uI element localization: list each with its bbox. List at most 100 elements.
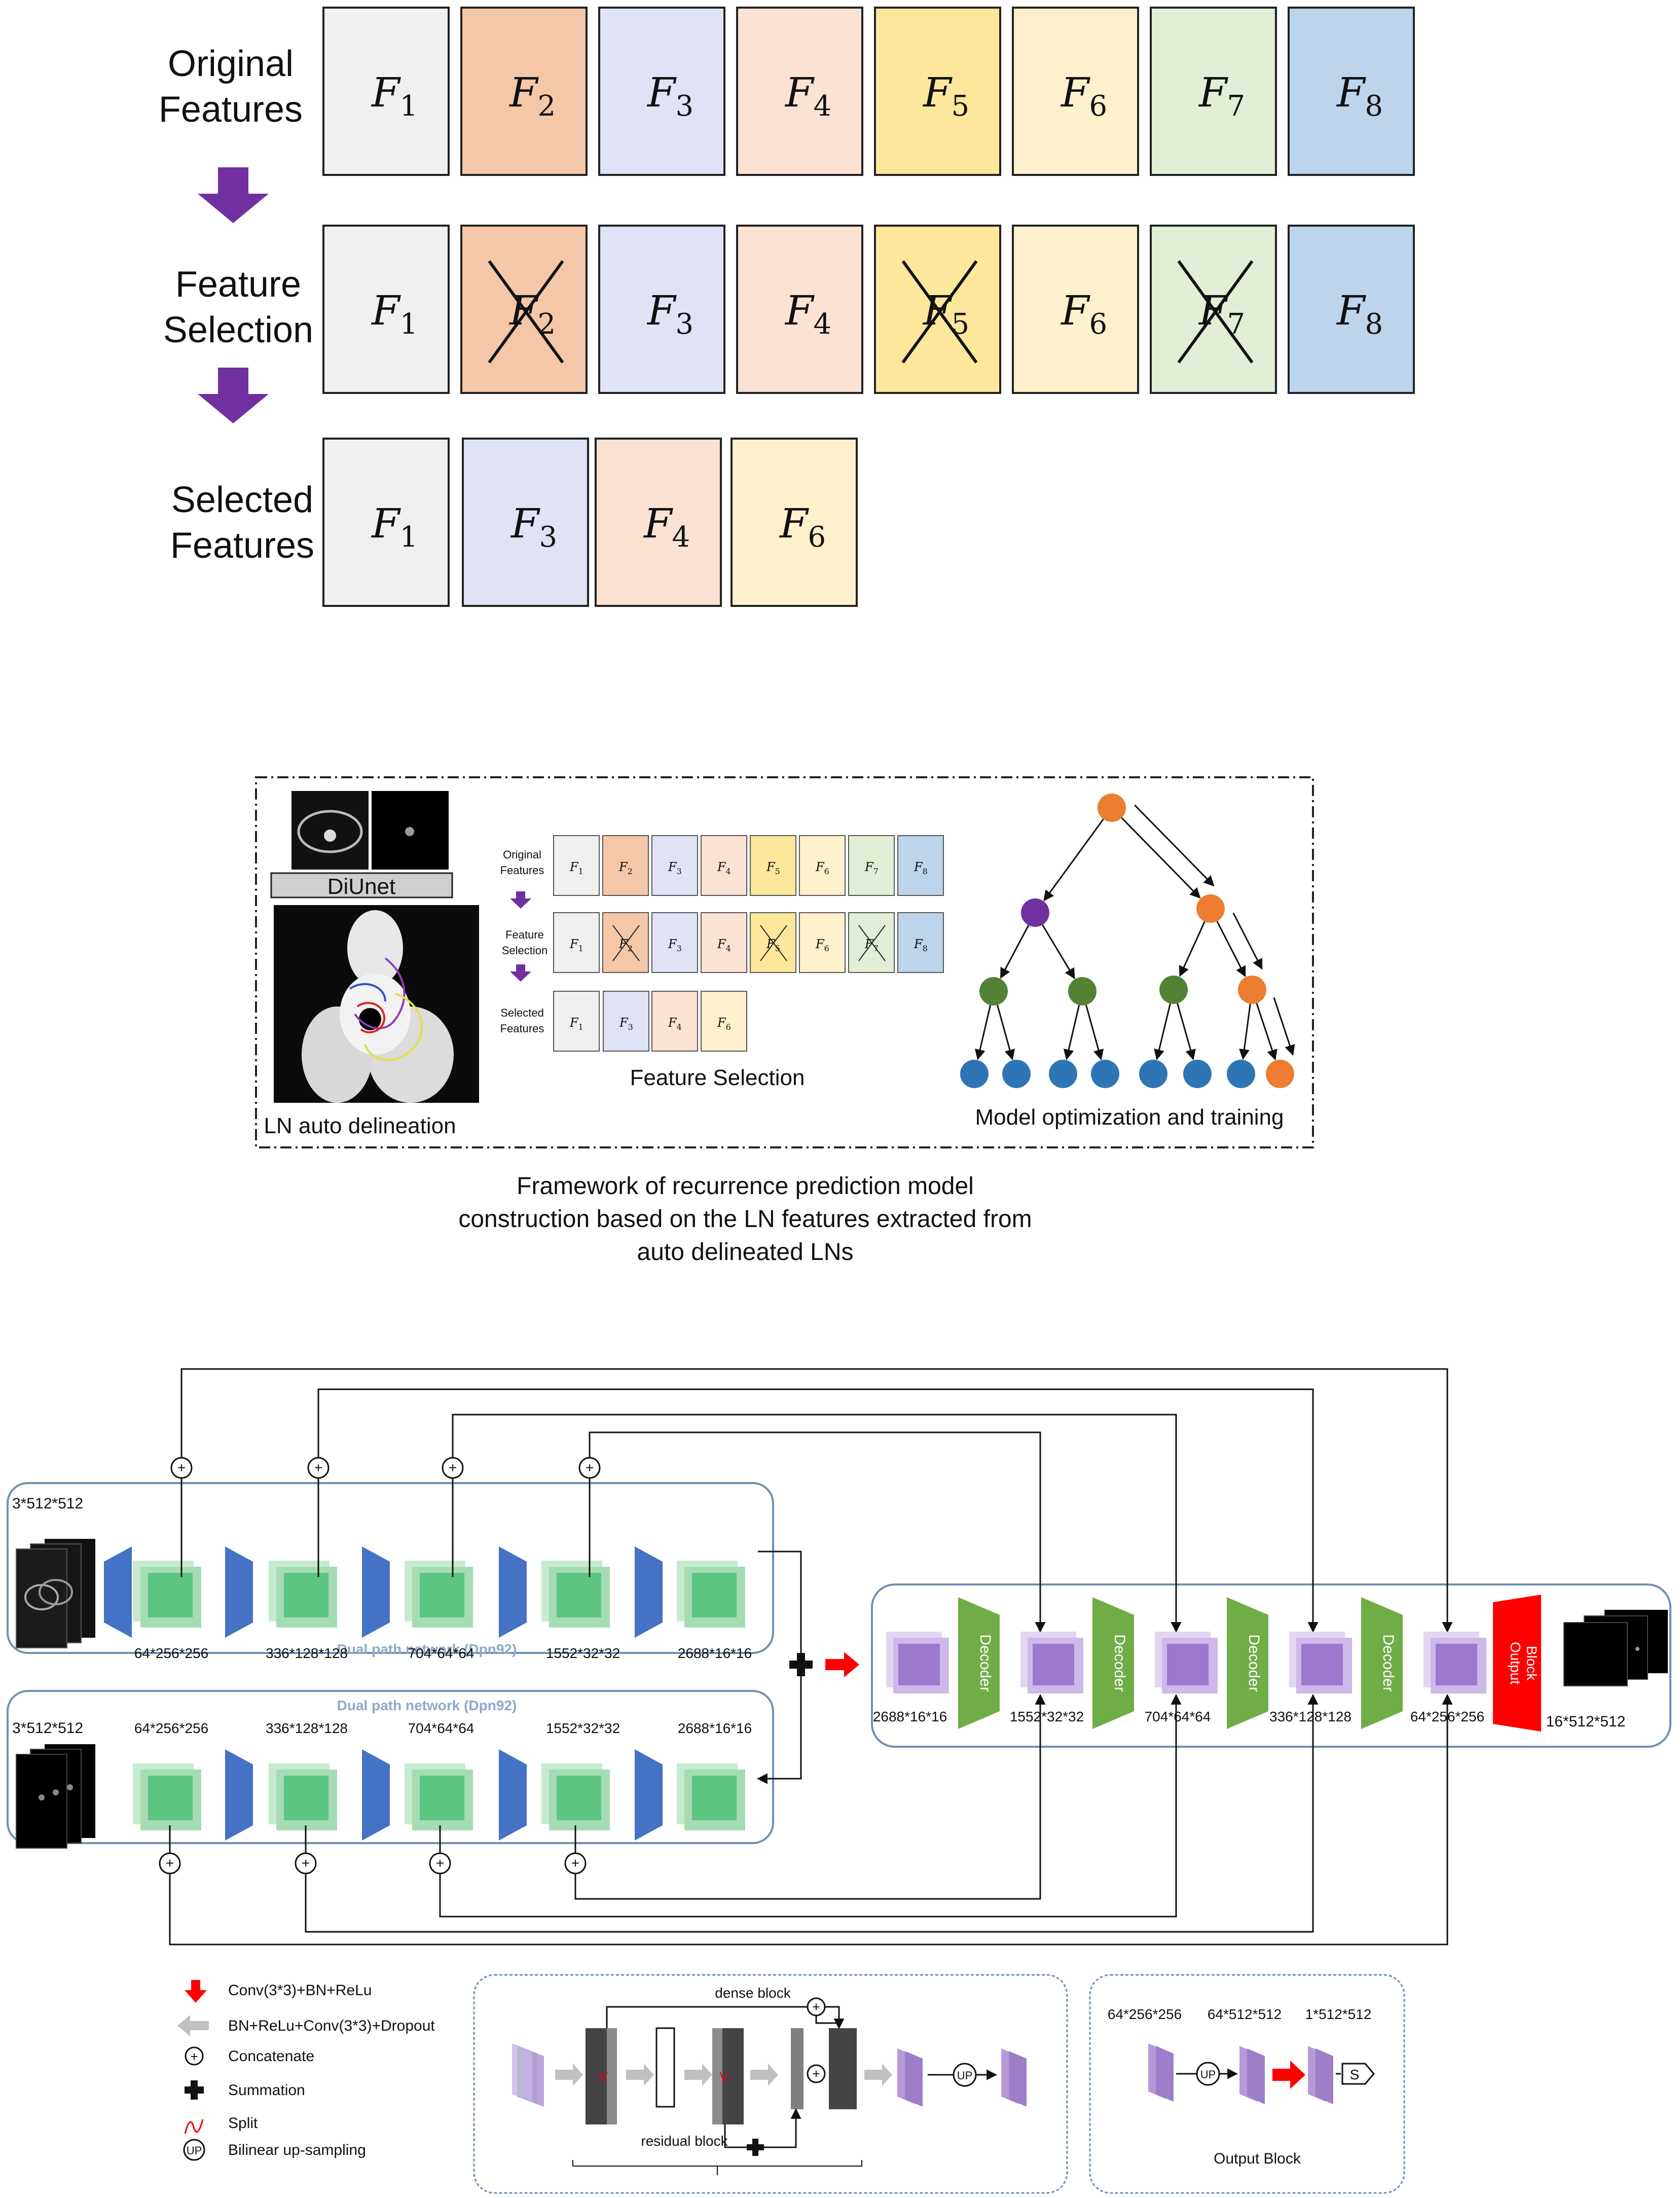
svg-text:+: + — [812, 2066, 820, 2081]
top-feature-stack-2-front — [284, 1573, 328, 1617]
top-downsample-block-3 — [499, 1546, 527, 1638]
decoder-block-3: Decoder — [1227, 1597, 1268, 1729]
decision-tree — [960, 794, 1295, 1088]
tree-node-a — [1021, 898, 1049, 927]
selection-feature-box-4 — [736, 225, 863, 394]
small-selection-label-8: F8 — [914, 937, 928, 953]
top-feature-stack-1 — [133, 1561, 201, 1628]
top-concat-plus-2: + — [314, 1460, 322, 1475]
top-feature-stack-3 — [405, 1561, 473, 1628]
selection-feature-3: F3 — [598, 225, 725, 394]
original-feature-box-1 — [322, 7, 450, 176]
detail-input-stack — [512, 2043, 544, 2107]
original-feature-4: F4 — [736, 7, 863, 176]
small-selection-feature-4: F4 — [701, 912, 747, 973]
selection-feature-label-4: F4 — [784, 287, 831, 341]
tree-edge-c2-l3 — [1063, 1004, 1080, 1060]
selection-feature-6: F6 — [1012, 225, 1139, 394]
detail-gray-arrow-2 — [626, 2064, 654, 2086]
row-label-selection-line1: Feature — [175, 264, 301, 305]
diunet-label: DiUnet — [327, 874, 396, 899]
selected-feature-1: F1 — [322, 438, 450, 607]
selection-feature-5: F5 — [874, 225, 1001, 394]
detail-block-d-light — [791, 2028, 804, 2109]
output-block-label-1: Output — [1508, 1642, 1523, 1684]
original-feature-1: F1 — [322, 7, 450, 176]
bottom-feature-stack-5-front — [692, 1776, 737, 1820]
original-feature-box-5 — [874, 7, 1001, 176]
selection-feature-label-8: F8 — [1336, 287, 1383, 341]
panel-network: 3*512*512 3*512*512 Dual path network (D… — [7, 1368, 1671, 2194]
small-label-selected-2: Features — [500, 1022, 544, 1035]
top-enc-dim-1: 64*256*256 — [134, 1645, 208, 1661]
small-selected-box-1 — [553, 991, 600, 1052]
skip-connections: ++++++++ — [159, 1368, 1453, 1945]
tree-node-l1 — [960, 1060, 989, 1088]
tree-edge-b-c4 — [1216, 921, 1246, 978]
small-original-feature-7: F7 — [848, 835, 895, 896]
detail-split-a: V — [599, 2069, 608, 2084]
detail-block-c-dark — [722, 2028, 744, 2124]
output-detail-slice-4 — [1247, 2048, 1265, 2104]
decoder-feature-stack-5-front — [1436, 1644, 1477, 1685]
bottom-downsample-block-3 — [499, 1749, 527, 1841]
top-input-conv-block — [104, 1546, 132, 1638]
tree-edge-c3-l6 — [1177, 1003, 1196, 1061]
selected-feature-label-6: F6 — [779, 500, 826, 554]
original-feature-label-8: F8 — [1336, 69, 1383, 123]
mask-thumbnail-spot — [405, 827, 414, 836]
original-feature-label-1: F1 — [371, 69, 418, 123]
bottom-downsample-block-4 — [635, 1749, 663, 1841]
svg-text:+: + — [190, 2049, 198, 2064]
small-selection-feature-2: F2 — [602, 912, 649, 973]
decoder-feature-stack-4-front — [1301, 1644, 1343, 1685]
small-original-label-4: F4 — [717, 860, 731, 876]
selected-feature-label-4: F4 — [643, 500, 690, 554]
row-label-original-line2: Features — [159, 89, 303, 130]
original-feature-box-7 — [1150, 7, 1277, 176]
selected-feature-label-1: F1 — [371, 500, 418, 554]
summation-merge — [756, 1551, 859, 1784]
top-concat-plus-1: + — [177, 1460, 186, 1475]
bottom-encoder-container — [7, 1690, 774, 1844]
tree-edge-b-c3 — [1179, 921, 1206, 977]
detail-block-b-white — [655, 2027, 675, 2108]
small-selection-box-5 — [750, 912, 796, 973]
top-feature-stack-5 — [677, 1561, 745, 1628]
decoder-block-4: Decoder — [1361, 1597, 1403, 1729]
small-selection-box-8 — [897, 912, 944, 973]
small-selected-feature-1: F1 — [553, 991, 600, 1052]
small-selection-feature-5: F5 — [750, 912, 796, 973]
merge-red-arrow — [825, 1652, 859, 1677]
small-original-feature-3: F3 — [651, 835, 698, 896]
bottom-concat-icon-2 — [295, 1852, 317, 1875]
top-skip-line-4 — [589, 1431, 1046, 1633]
svg-text:+: + — [812, 1999, 820, 2014]
residual-summation-icon — [747, 2139, 764, 2156]
bottom-network-label: Dual path network (Dpn92) — [337, 1698, 517, 1713]
output-detail-dim-3: 1*512*512 — [1305, 2006, 1372, 2022]
original-feature-7: F7 — [1150, 7, 1277, 176]
selected-feature-4: F4 — [595, 438, 722, 607]
decoder-feature-stack-1 — [886, 1632, 949, 1693]
original-feature-5: F5 — [874, 7, 1001, 176]
detail-block-a-dark — [586, 2028, 607, 2124]
top-input-dim: 3*512*512 — [12, 1495, 83, 1512]
detail-concat-icon — [807, 2064, 826, 2083]
tree-node-l8 — [1266, 1060, 1294, 1088]
row-label-original: Original Features — [159, 44, 303, 130]
legend-upsampling-icon — [183, 2139, 205, 2161]
block-detail-container — [473, 1974, 1068, 2194]
decoder-feature-stack-2-front — [1033, 1644, 1074, 1685]
decoder-feature-stack-3 — [1155, 1632, 1218, 1693]
output-detail-red-arrow — [1272, 2061, 1305, 2089]
top-downsample-block-4 — [635, 1546, 663, 1638]
bottom-mask-slice-3 — [16, 1754, 67, 1849]
detail-output-slice-2 — [1009, 2051, 1027, 2107]
original-feature-box-2 — [460, 7, 588, 176]
diunet-box — [270, 872, 453, 898]
small-selected-label-1: F1 — [569, 1016, 583, 1032]
framework-caption-line2: construction based on the LN features ex… — [458, 1206, 1032, 1233]
tree-edge-c3-l5 — [1154, 1003, 1171, 1060]
